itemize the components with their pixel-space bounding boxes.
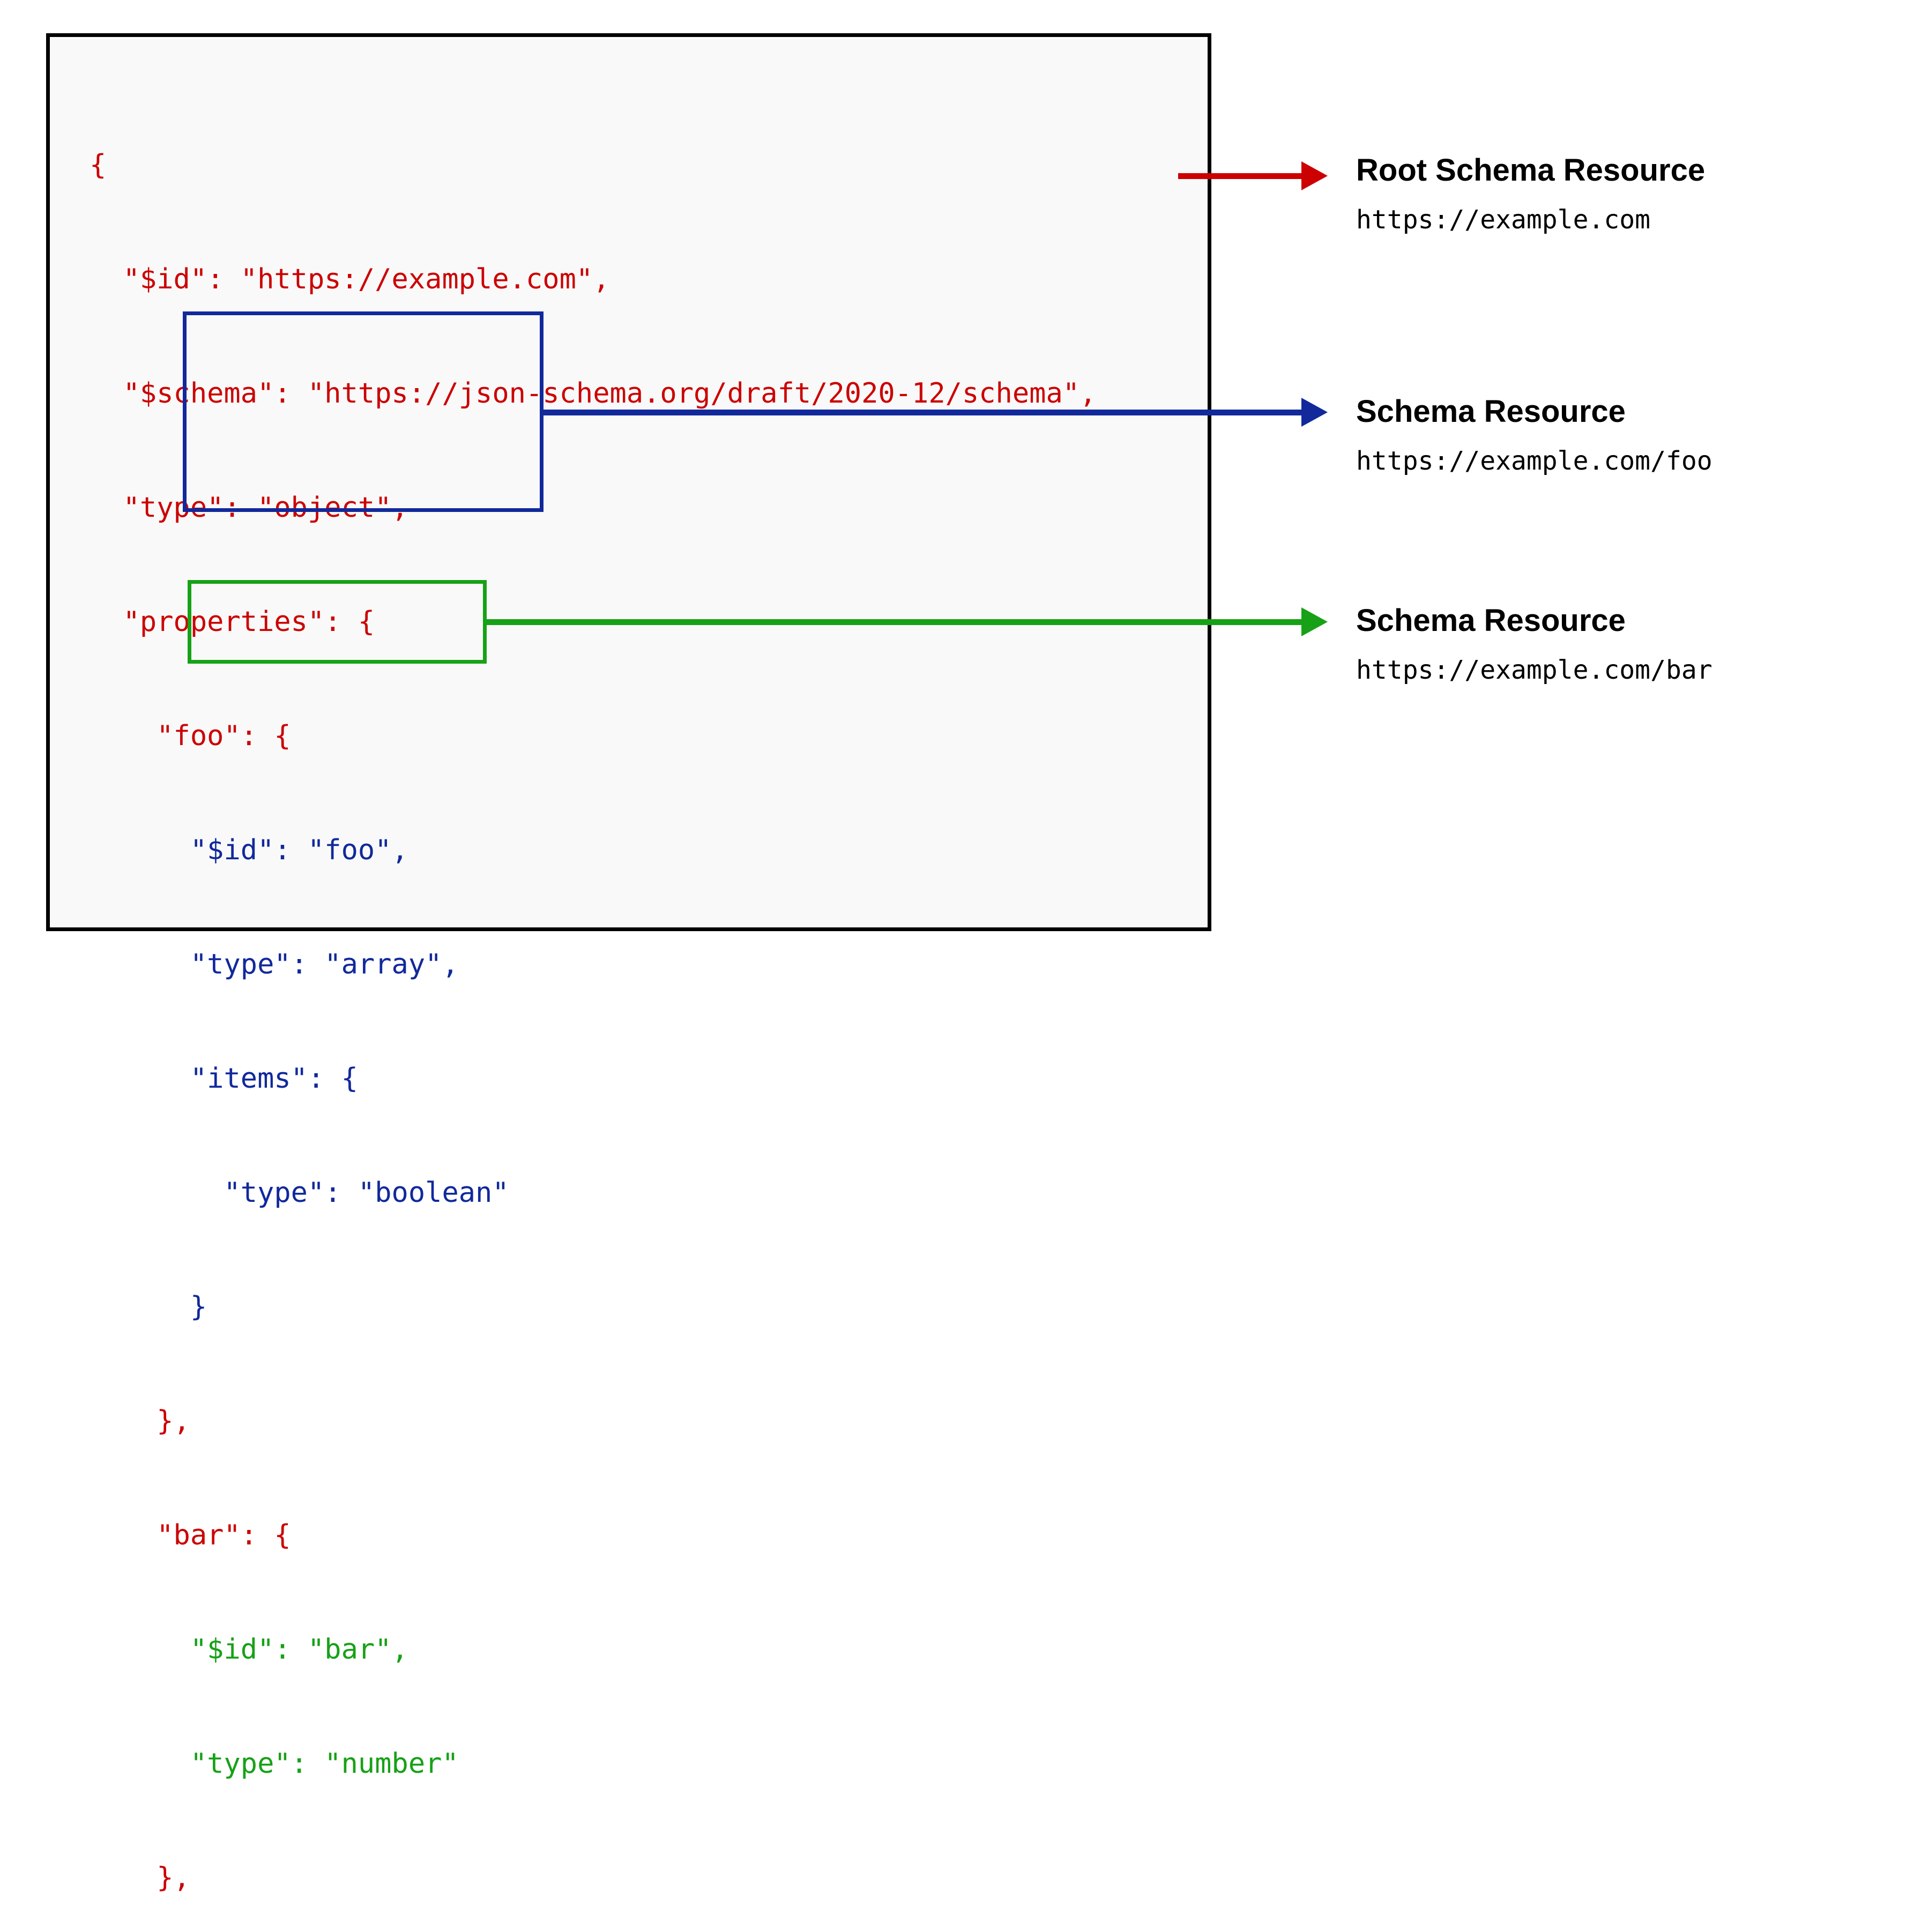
- code-line: },: [90, 1862, 190, 1894]
- code-line: "type": "number": [90, 1748, 459, 1780]
- annotation-bar-schema-resource: Schema Resource https://example.com/bar: [1356, 603, 1712, 686]
- code-line: "foo": {: [90, 720, 291, 752]
- code-line: "properties": {: [90, 606, 375, 638]
- arrow-line-bar-schema: [487, 619, 1305, 625]
- arrow-head-bar-schema: [1301, 607, 1328, 636]
- arrow-head-root-schema: [1301, 161, 1328, 190]
- code-line: },: [90, 1405, 190, 1437]
- arrow-head-foo-schema: [1301, 398, 1328, 427]
- json-schema-code-block: { "$id": "https://example.com", "$schema…: [90, 70, 1096, 1932]
- code-panel: { "$id": "https://example.com", "$schema…: [46, 33, 1211, 1894]
- annotation-title: Schema Resource: [1356, 394, 1626, 429]
- code-line: }: [90, 1291, 207, 1323]
- code-line: "type": "array",: [90, 948, 459, 980]
- annotation-root-schema-resource: Root Schema Resource https://example.com: [1356, 153, 1705, 235]
- annotation-title: Schema Resource: [1356, 603, 1626, 638]
- annotation-title: Root Schema Resource: [1356, 153, 1706, 188]
- annotation-url: https://example.com/foo: [1356, 446, 1712, 476]
- code-line: "$schema": "https://json-schema.org/draf…: [90, 377, 1097, 410]
- annotation-url: https://example.com/bar: [1356, 655, 1712, 685]
- code-line: "items": {: [90, 1062, 358, 1095]
- code-line: {: [90, 149, 107, 181]
- code-line: "bar": {: [90, 1519, 291, 1551]
- code-line: "$id": "bar",: [90, 1633, 408, 1666]
- code-line: "$id": "https://example.com",: [90, 263, 610, 295]
- arrow-line-foo-schema: [543, 410, 1305, 415]
- code-line: "type": "boolean": [90, 1177, 509, 1209]
- annotation-url: https://example.com: [1356, 205, 1651, 235]
- code-line: "$id": "foo",: [90, 834, 408, 866]
- arrow-line-root-schema: [1178, 173, 1307, 179]
- annotation-foo-schema-resource: Schema Resource https://example.com/foo: [1356, 394, 1712, 477]
- code-line: "type": "object",: [90, 492, 408, 524]
